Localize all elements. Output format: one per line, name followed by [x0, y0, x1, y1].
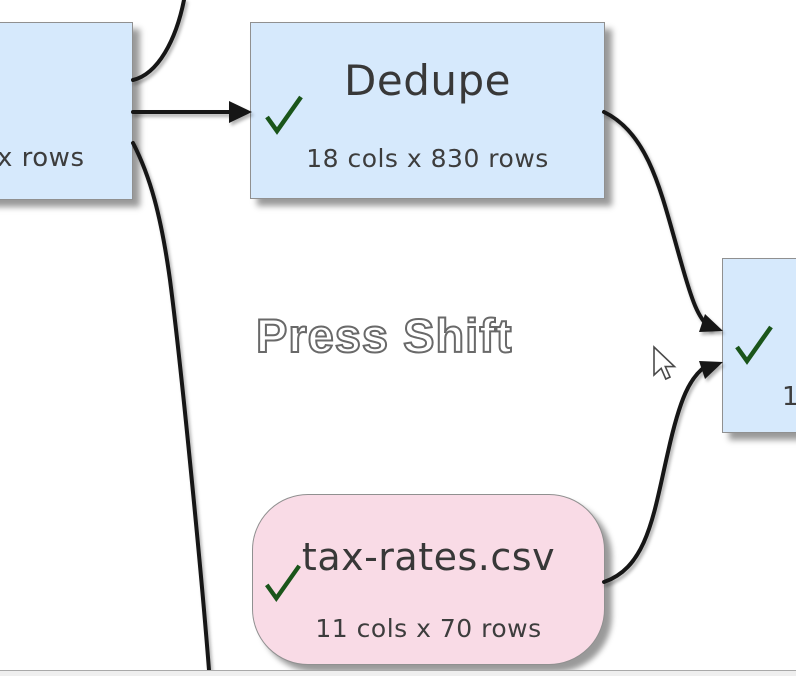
- node-stats: 18 cols x 830 rows: [306, 144, 549, 173]
- check-icon: [265, 95, 303, 135]
- connector-left-to-offscreen-bottom[interactable]: [131, 141, 211, 672]
- node-dedupe[interactable]: Dedupe 18 cols x 830 rows: [250, 22, 605, 199]
- mouse-pointer-icon: [653, 345, 677, 381]
- press-shift-watermark: Press Shift: [255, 308, 513, 363]
- node-tax-rates-csv[interactable]: tax-rates.csv 11 cols x 70 rows: [252, 494, 605, 665]
- arrowhead-dedupe: [229, 101, 252, 123]
- node-title: tax-rates.csv: [301, 535, 556, 579]
- arrowhead-right-upper: [699, 314, 723, 332]
- check-icon: [735, 325, 773, 365]
- node-left-partial[interactable]: x rows: [0, 22, 133, 200]
- connector-dedupe-to-right[interactable]: [602, 110, 712, 330]
- node-stats: x rows: [0, 143, 85, 173]
- node-right-partial[interactable]: 1: [722, 258, 796, 433]
- node-stats: 11 cols x 70 rows: [315, 614, 542, 643]
- arrowhead-right-lower: [699, 361, 723, 379]
- connector-left-to-offscreen-top[interactable]: [131, 0, 186, 82]
- bottom-panel-edge: [0, 670, 796, 676]
- node-title: Dedupe: [344, 56, 511, 105]
- node-stats: 1: [782, 382, 796, 412]
- connector-taxrates-to-right[interactable]: [602, 364, 708, 584]
- check-icon: [265, 564, 301, 602]
